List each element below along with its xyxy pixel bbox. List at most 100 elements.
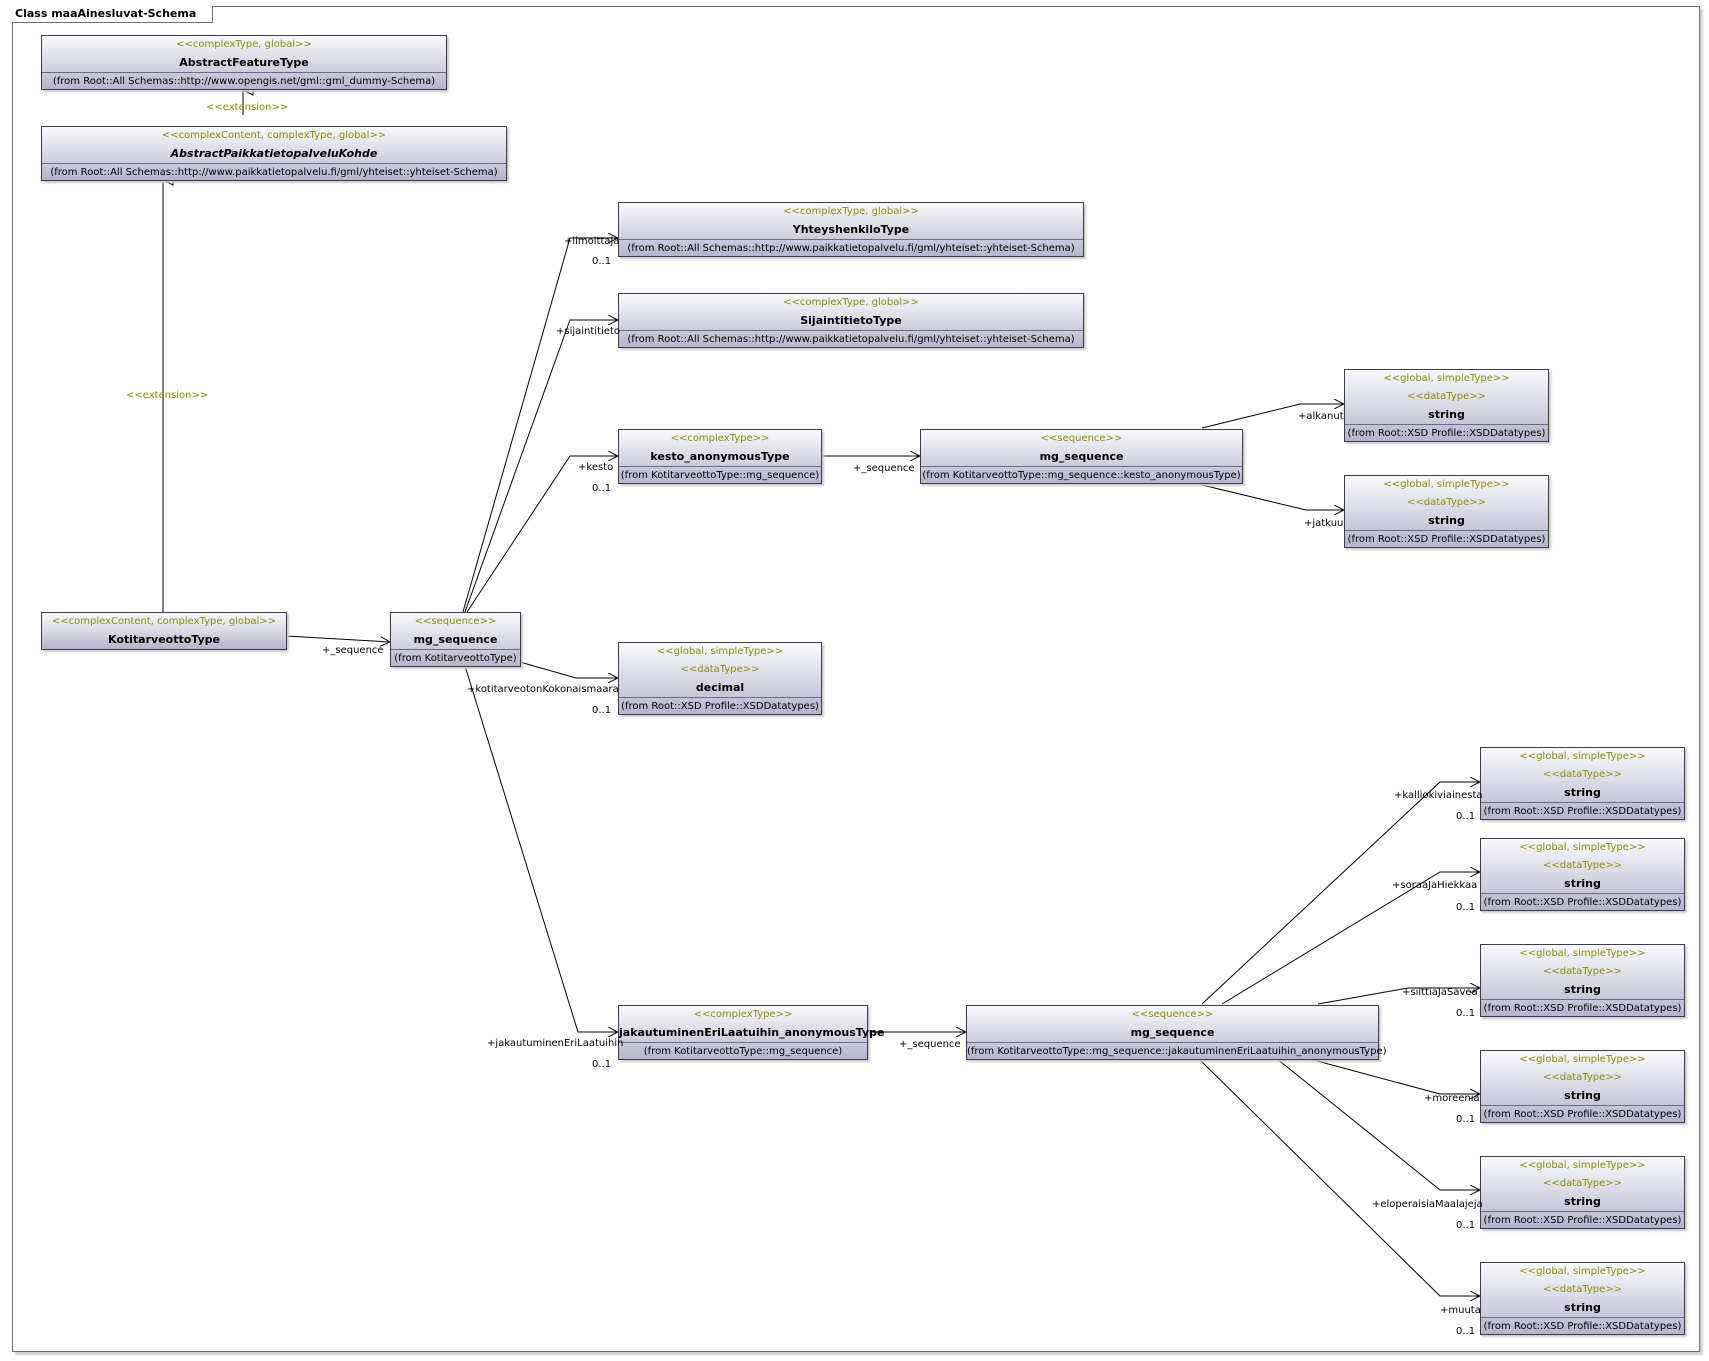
multiplicity-label: 0..1 [592,1059,612,1070]
association-line [519,661,618,678]
multiplicity-label: 0..1 [1456,1220,1476,1231]
multiplicity-label: 0..1 [1456,1114,1476,1125]
stereotype: <<global, simpleType>> [1519,1160,1646,1171]
role-label: +alkanut [1298,411,1344,422]
stereotype: <<complexType, global>> [783,206,919,217]
class-kotitarveotto-type[interactable]: <<complexContent, complexType, global>> … [41,612,287,650]
class-origin: (from Root::XSD Profile::XSDDatatypes) [1481,802,1684,821]
class-name: string [1564,1301,1601,1314]
class-origin: (from Root::All Schemas::http://www.paik… [619,330,1083,349]
class-origin: (from Root::XSD Profile::XSDDatatypes) [1481,999,1684,1018]
stereotype: <<dataType>> [1406,497,1486,508]
multiplicity-label: 0..1 [592,256,612,267]
class-name: YhteyshenkiloType [792,223,910,236]
stereotype: <<dataType>> [1542,1072,1622,1083]
stereotype: <<dataType>> [1542,1284,1622,1295]
class-mg-sequence-jakautuminen[interactable]: <<sequence>> mg_sequence (from Kotitarve… [966,1005,1387,1061]
multiplicity-label: 0..1 [592,483,612,494]
stereotype: <<complexContent, complexType, global>> [51,616,277,627]
stereotype: <<global, simpleType>> [656,646,784,657]
role-label: +jakautuminenEriLaatuihin [487,1038,624,1049]
role-label: +jatkuu [1304,518,1344,529]
class-origin: (from Root::All Schemas::http://www.open… [42,72,446,91]
class-mg-sequence-kesto[interactable]: <<sequence>> mg_sequence (from Kotitarve… [920,429,1243,484]
stereotype: <<dataType>> [1542,769,1622,780]
class-string-jatkuu[interactable]: <<global, simpleType>> <<dataType>> stri… [1344,475,1549,548]
class-origin: (from KotitarveottoType) [391,649,520,668]
role-label: +eloperaisiaMaalajeja [1372,1199,1483,1210]
class-name: string [1564,1195,1601,1208]
class-abstract-paikkatietopalvelu-kohde[interactable]: <<complexContent, complexType, global>> … [41,126,507,181]
multiplicity-label: 0..1 [1456,811,1476,822]
class-abstract-feature-type[interactable]: <<complexType, global>> AbstractFeatureT… [41,35,447,90]
class-mg-sequence-main[interactable]: <<sequence>> mg_sequence (from Kotitarve… [390,612,521,667]
class-origin: (from Root::XSD Profile::XSDDatatypes) [1481,893,1684,912]
class-origin: (from KotitarveottoType::mg_sequence::ke… [921,466,1242,485]
role-label: +kotitarveotonKokonaismaara [467,684,619,695]
role-label: +kalliokiviainesta [1394,790,1483,801]
multiplicity-label: 0..1 [1456,1326,1476,1337]
class-name: mg_sequence [1039,450,1124,463]
class-origin: (from KotitarveottoType::mg_sequence) [619,466,821,485]
stereotype: <<complexType, global>> [176,39,312,50]
stereotype: <<global, simpleType>> [1383,373,1510,384]
association-line [1201,782,1480,1005]
class-name: jakautuminenEriLaatuihin_anonymousType [619,1026,885,1039]
association-line [464,320,618,613]
class-origin: (from Root::All Schemas::http://www.paik… [42,163,506,182]
class-string-soraa[interactable]: <<global, simpleType>> <<dataType>> stri… [1480,838,1685,911]
stereotype: <<dataType>> [1542,1178,1622,1189]
class-origin: (from KotitarveottoType::mg_sequence) [619,1042,867,1061]
class-yhteyshenkilo-type[interactable]: <<complexType, global>> YhteyshenkiloTyp… [618,202,1084,257]
role-label: +kesto [578,462,614,473]
stereotype: <<complexContent, complexType, global>> [161,130,387,141]
association-line [1317,988,1480,1005]
class-origin: (from KotitarveottoType::mg_sequence::ja… [967,1042,1387,1061]
class-origin: (from Root::XSD Profile::XSDDatatypes) [619,697,821,716]
class-string-alkanut[interactable]: <<global, simpleType>> <<dataType>> stri… [1344,369,1549,442]
stereotype: <<dataType>> [1542,966,1622,977]
role-label: +silttiaJaSavea [1402,987,1478,998]
class-name: decimal [695,681,745,694]
class-string-muuta[interactable]: <<global, simpleType>> <<dataType>> stri… [1480,1262,1685,1335]
class-name: string [1428,514,1465,527]
stereotype: <<dataType>> [680,664,760,675]
stereotype: <<complexType>> [693,1009,793,1020]
stereotype: <<complexType>> [670,433,770,444]
class-origin: (from Root::All Schemas::http://www.paik… [619,239,1083,258]
class-string-kalliokiviainesta[interactable]: <<global, simpleType>> <<dataType>> stri… [1480,747,1685,820]
multiplicity-label: 0..1 [1456,902,1476,913]
extension-label: <<extension>> [126,390,209,401]
class-sijaintitieto-type[interactable]: <<complexType, global>> SijaintitietoTyp… [618,293,1084,348]
role-label: +_sequence [853,463,915,474]
class-origin: (from Root::XSD Profile::XSDDatatypes) [1481,1105,1684,1124]
association-line [285,635,390,642]
class-name: KotitarveottoType [108,633,220,646]
stereotype: <<global, simpleType>> [1383,479,1510,490]
class-name: string [1564,1089,1601,1102]
association-line [1197,483,1344,510]
stereotype: <<dataType>> [1542,860,1622,871]
class-name: kesto_anonymousType [650,450,790,463]
class-name: string [1564,983,1601,996]
stereotype: <<sequence>> [414,616,497,627]
class-jakautuminen-anonymous-type[interactable]: <<complexType>> jakautuminenEriLaatuihin… [618,1005,885,1061]
association-line [1201,404,1344,429]
class-kesto-anonymous-type[interactable]: <<complexType>> kesto_anonymousType (fro… [618,429,822,484]
stereotype: <<global, simpleType>> [1519,948,1646,959]
role-label: +_sequence [899,1039,961,1050]
stereotype: <<sequence>> [1040,433,1123,444]
class-name: SijaintitietoType [800,314,902,327]
class-string-eloperaisia[interactable]: <<global, simpleType>> <<dataType>> stri… [1480,1156,1685,1229]
class-decimal[interactable]: <<global, simpleType>> <<dataType>> deci… [618,642,822,715]
class-name: string [1564,877,1601,890]
stereotype: <<global, simpleType>> [1519,751,1646,762]
stereotype: <<complexType, global>> [783,297,919,308]
class-name: mg_sequence [413,633,498,646]
role-label: +ilmoittaja [564,236,620,247]
stereotype: <<global, simpleType>> [1519,1054,1646,1065]
class-string-silttia[interactable]: <<global, simpleType>> <<dataType>> stri… [1480,944,1685,1017]
association-line [1275,1057,1480,1190]
class-string-moreenia[interactable]: <<global, simpleType>> <<dataType>> stri… [1480,1050,1685,1123]
